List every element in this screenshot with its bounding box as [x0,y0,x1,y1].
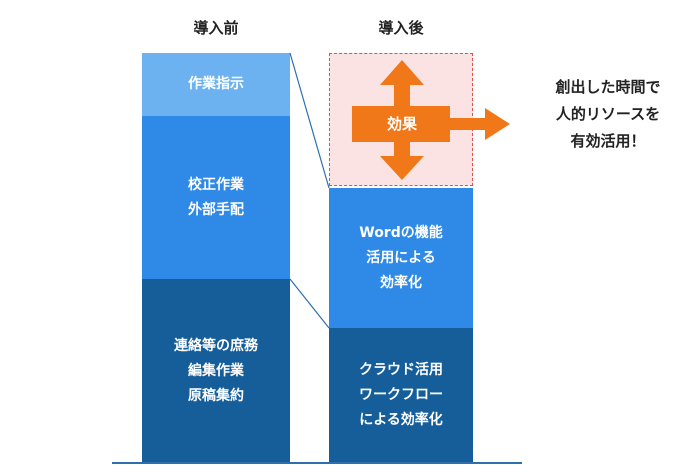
before-segment-instructions: 作業指示 [142,53,290,116]
after-segment-cloud: クラウド活用 ワークフロー による効率化 [329,328,473,463]
four-way-arrow-icon [352,60,450,180]
note-line: 人的リソースを [555,105,661,123]
before-segment-label: 原稿集約 [188,387,244,404]
connector-line-top [289,52,330,189]
connector-line-bottom [289,278,330,329]
effect-label: 効果 [386,115,417,133]
before-segment-label: 作業指示 [188,76,244,92]
after-segment-word: Wordの機能 活用による 効率化 [329,188,473,328]
before-segment-editing: 連絡等の庶務 編集作業 原稿集約 [142,279,290,463]
after-segment-label: 効率化 [380,274,422,291]
before-segment-proofreading: 校正作業 外部手配 [142,116,290,279]
before-segment-label: 編集作業 [188,362,244,379]
note-line: 有効活用！ [570,132,646,150]
after-segment-label: Wordの機能 [359,224,443,241]
after-segment-label: クラウド活用 [359,362,443,378]
right-arrow-icon [450,108,510,140]
after-segment-label: ワークフロー [359,387,443,403]
before-heading: 導入前 [193,19,239,37]
note-line: 創出した時間で [555,78,661,96]
before-segment-label: 校正作業 [188,176,244,193]
after-heading: 導入後 [378,19,424,37]
after-segment-label: による効率化 [359,412,443,428]
result-note: 創出した時間で 人的リソースを 有効活用！ [528,74,688,155]
before-segment-label: 連絡等の庶務 [174,337,258,354]
before-segment-label: 外部手配 [188,201,244,218]
after-segment-label: 活用による [366,249,436,266]
